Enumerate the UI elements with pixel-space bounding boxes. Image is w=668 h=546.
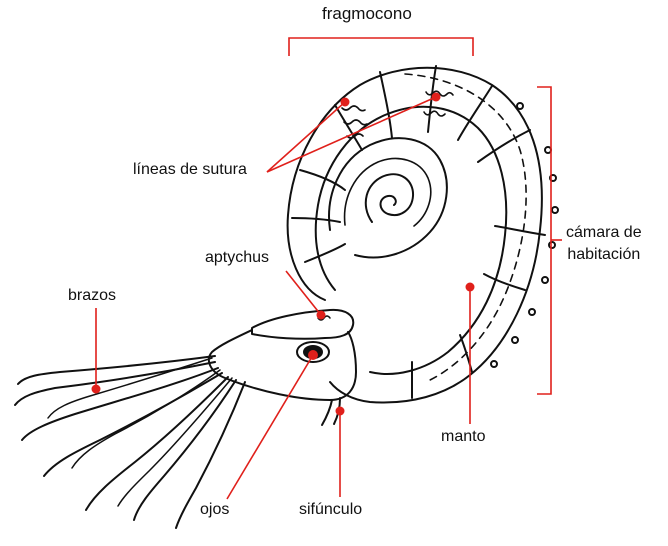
label-sifunculo: sifúnculo <box>299 500 362 520</box>
ojos-dot <box>308 350 318 360</box>
shell-outer-outline <box>288 68 542 403</box>
suture-squiggle-left <box>342 106 365 111</box>
arm-5 <box>86 377 228 510</box>
label-aptychus: aptychus <box>205 248 269 268</box>
aptychus-dot <box>317 311 326 320</box>
inner-spiral <box>366 174 413 222</box>
label-camara-line2: habitación <box>566 244 642 266</box>
fragmocono-bracket <box>289 38 473 56</box>
label-brazos: brazos <box>68 286 116 306</box>
arm-2 <box>15 362 215 405</box>
label-camara-line1: cámara de <box>566 222 642 244</box>
aptychus-plate <box>252 310 353 339</box>
label-ojos: ojos <box>200 500 229 520</box>
suture-dot-right <box>432 93 441 102</box>
sifunculo-dot <box>336 407 345 416</box>
label-lineas-de-sutura: líneas de sutura <box>133 160 247 180</box>
manto-dot <box>466 283 475 292</box>
suture-dot-left <box>341 98 350 107</box>
aptychus-leader <box>286 271 321 315</box>
label-fragmocono: fragmocono <box>322 4 412 24</box>
label-camara-de-habitacion: cámara de habitación <box>566 222 642 266</box>
brazos-dot <box>92 385 101 394</box>
label-manto: manto <box>441 427 485 447</box>
animal-body <box>15 310 356 528</box>
ojos-leader <box>227 355 313 499</box>
